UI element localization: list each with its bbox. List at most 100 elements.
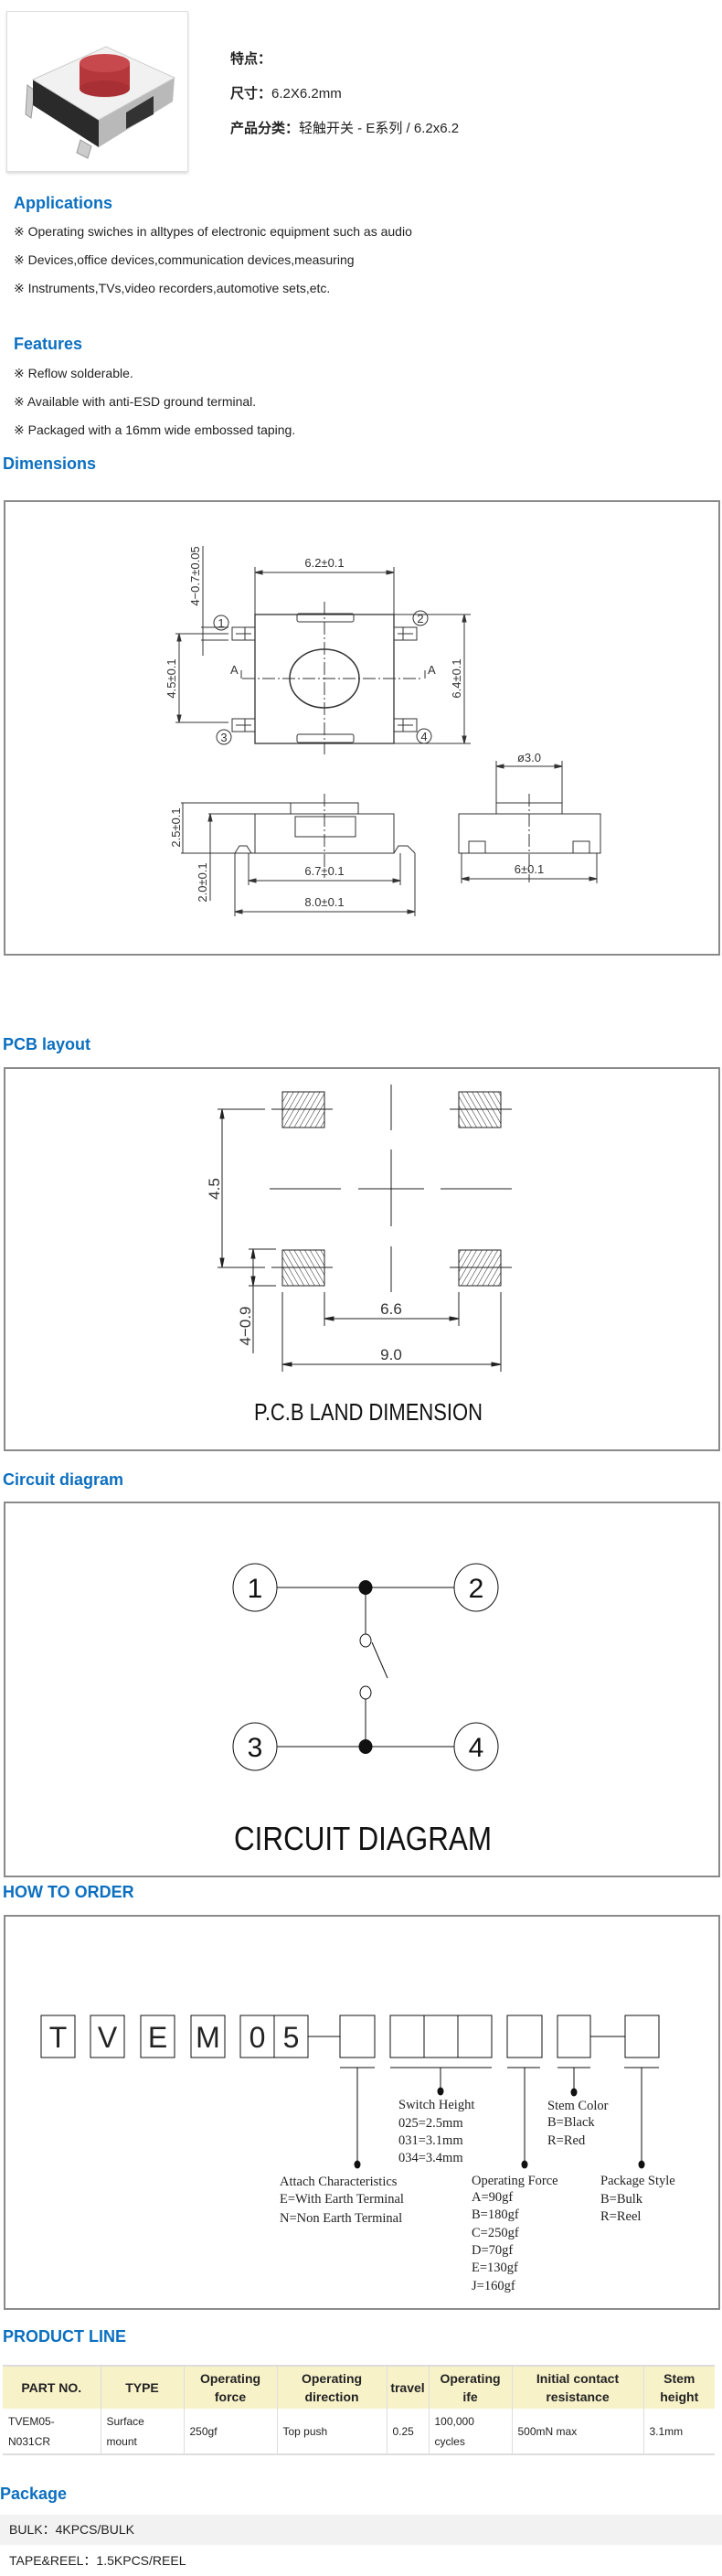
pcb-drawing: 4.5 4−0.9 6.6 9.0 P.C.B LAND DIMENSION bbox=[4, 1067, 720, 1451]
section-a-right: A bbox=[428, 663, 436, 677]
stem-color-option: R=Red bbox=[547, 2133, 586, 2148]
package-tape-reel: TAPE&REEL：1.5KPCS/REEL bbox=[9, 2553, 186, 2568]
circuit-pin-3: 3 bbox=[248, 1733, 263, 1763]
applications-heading: Applications bbox=[14, 194, 113, 212]
circuit-pin-1: 1 bbox=[248, 1574, 263, 1604]
pcb-dim-outer: 9.0 bbox=[380, 1346, 402, 1363]
dim-pitch: 4.5±0.1 bbox=[165, 658, 178, 698]
code-char: T bbox=[49, 2021, 68, 2054]
cell-part-no: TVEM05-N031CR bbox=[3, 2409, 101, 2455]
package-style-option: R=Reel bbox=[600, 2209, 641, 2224]
section-a-left: A bbox=[230, 663, 239, 677]
package-style-title: Package Style bbox=[600, 2174, 675, 2188]
code-char: 0 bbox=[250, 2021, 266, 2054]
dimensions-drawing: 6.2±0.1 1 2 3 4 6.4±0.1 4.5±0.1 4−0.7±0.… bbox=[4, 500, 720, 956]
pcb-dim-inner: 6.6 bbox=[380, 1300, 402, 1318]
pcb-dim-pad: 4−0.9 bbox=[237, 1306, 254, 1345]
pin-2-label: 2 bbox=[417, 612, 423, 625]
attach-title: Attach Characteristics bbox=[280, 2175, 398, 2189]
category-spec: 产品分类：轻触开关 - E系列 / 6.2x6.2 bbox=[230, 120, 459, 138]
stem-color-option: B=Black bbox=[547, 2115, 595, 2130]
product-image bbox=[6, 11, 188, 172]
circuit-heading: Circuit diagram bbox=[3, 1470, 124, 1489]
switch-height-option: 031=3.1mm bbox=[398, 2133, 463, 2148]
pin-1-label: 1 bbox=[218, 616, 224, 630]
force-option: C=250gf bbox=[472, 2226, 519, 2240]
order-code-diagram: T V E M 0 5 Switch Height 025=2.5mm 031=… bbox=[4, 1915, 720, 2310]
pcb-caption: P.C.B LAND DIMENSION bbox=[254, 1398, 483, 1426]
dim-total-height: 2.5±0.1 bbox=[169, 807, 183, 847]
stem-color-title: Stem Color bbox=[547, 2099, 609, 2113]
dim-body-length: 6.7±0.1 bbox=[304, 864, 344, 878]
attach-option: N=Non Earth Terminal bbox=[280, 2211, 402, 2226]
cell-force: 250gf bbox=[183, 2409, 277, 2455]
dim-width: 6.2±0.1 bbox=[304, 556, 344, 570]
category-link[interactable]: 轻触开关 - E系列 / 6.2x6.2 bbox=[299, 121, 460, 136]
switch-height-option: 025=2.5mm bbox=[398, 2116, 463, 2131]
force-option: D=70gf bbox=[472, 2243, 513, 2258]
circuit-caption: CIRCUIT DIAGRAM bbox=[234, 1820, 492, 1857]
table-row: TVEM05-N031CR Surface mount 250gf Top pu… bbox=[3, 2409, 715, 2455]
col-type: TYPE bbox=[100, 2365, 184, 2409]
dim-total-length: 8.0±0.1 bbox=[304, 895, 344, 909]
force-option: J=160gf bbox=[472, 2279, 515, 2293]
pin-3-label: 3 bbox=[220, 731, 227, 744]
product-line-heading: PRODUCT LINE bbox=[3, 2327, 126, 2346]
package-heading: Package bbox=[0, 2485, 68, 2503]
category-label: 产品分类： bbox=[230, 121, 300, 136]
col-part-no: PART NO. bbox=[3, 2365, 101, 2409]
code-char: M bbox=[196, 2021, 220, 2054]
feature-item: ※ Reflow solderable. bbox=[14, 366, 133, 380]
dim-side-width: 6±0.1 bbox=[515, 862, 544, 876]
size-value: 6.2X6.2mm bbox=[271, 86, 342, 102]
dim-body-height: 2.0±0.1 bbox=[196, 862, 209, 902]
cell-type: Surface mount bbox=[100, 2409, 184, 2455]
cell-direction: Top push bbox=[276, 2409, 387, 2455]
dimensions-heading: Dimensions bbox=[3, 454, 97, 473]
cell-stem-height: 3.1mm bbox=[642, 2409, 715, 2455]
cell-resistance: 500mN max bbox=[511, 2409, 643, 2455]
feature-item: ※ Packaged with a 16mm wide embossed tap… bbox=[14, 422, 296, 437]
pcb-dim-vertical: 4.5 bbox=[206, 1178, 223, 1200]
tactile-switch-photo-icon bbox=[25, 46, 176, 159]
features-label: 特点： bbox=[230, 51, 272, 67]
circuit-pin-4: 4 bbox=[469, 1733, 484, 1763]
attach-option: E=With Earth Terminal bbox=[280, 2192, 404, 2207]
size-label: 尺寸： bbox=[230, 86, 272, 102]
pin-4-label: 4 bbox=[420, 730, 427, 743]
code-char: V bbox=[98, 2021, 118, 2054]
package-bulk: BULK：4KPCS/BULK bbox=[0, 2515, 722, 2545]
switch-height-title: Switch Height bbox=[398, 2098, 474, 2112]
pcb-heading: PCB layout bbox=[3, 1035, 91, 1053]
dim-lead: 4−0.7±0.05 bbox=[188, 546, 202, 605]
force-option: E=130gf bbox=[472, 2261, 518, 2275]
application-item: ※ Devices,office devices,communication d… bbox=[14, 252, 355, 267]
circuit-drawing: 1 2 3 4 CIRCUIT DIAGRAM bbox=[4, 1502, 720, 1877]
dim-height: 6.4±0.1 bbox=[450, 658, 463, 698]
force-title: Operating Force bbox=[472, 2174, 558, 2188]
col-travel: travel bbox=[386, 2365, 429, 2409]
code-char: E bbox=[148, 2021, 167, 2054]
package-style-option: B=Bulk bbox=[600, 2192, 643, 2207]
force-option: A=90gf bbox=[472, 2190, 513, 2205]
dim-stem-diameter: ø3.0 bbox=[517, 751, 541, 764]
cell-travel: 0.25 bbox=[386, 2409, 429, 2455]
application-item: ※ Instruments,TVs,video recorders,automo… bbox=[14, 281, 331, 295]
size-spec: 尺寸：6.2X6.2mm bbox=[230, 85, 342, 103]
switch-height-option: 034=3.4mm bbox=[398, 2151, 463, 2165]
feature-item: ※ Available with anti-ESD ground termina… bbox=[14, 394, 257, 409]
features-heading: Features bbox=[14, 335, 83, 353]
application-item: ※ Operating swiches in alltypes of elect… bbox=[14, 224, 412, 239]
force-option: B=180gf bbox=[472, 2207, 519, 2222]
how-to-order-heading: HOW TO ORDER bbox=[3, 1883, 134, 1901]
code-char: 5 bbox=[283, 2021, 300, 2054]
circuit-pin-2: 2 bbox=[469, 1574, 484, 1604]
